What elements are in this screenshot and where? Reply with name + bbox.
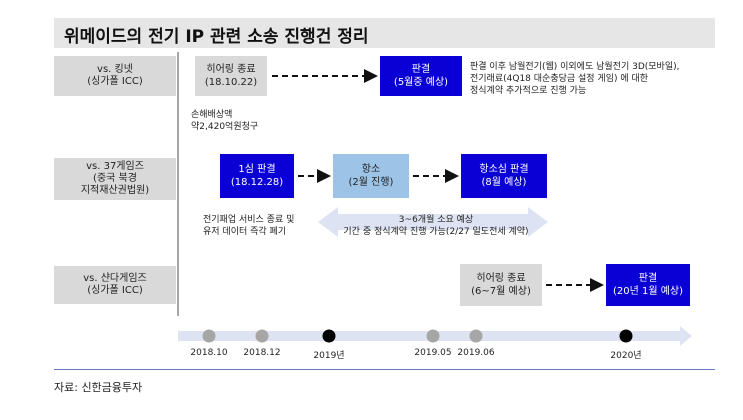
box-line: 1심 판결 xyxy=(238,164,276,175)
box-line: (18.10.22) xyxy=(204,77,258,88)
box-line: 판결 xyxy=(638,273,658,284)
footer-divider xyxy=(54,369,715,370)
row-label-shanda: vs. 샨다게임즈 (싱가폴 ICC) xyxy=(54,266,176,304)
shanda-verdict-box: 판결 (20년 1월 예상) xyxy=(606,264,690,306)
row-label-37games: vs. 37게임즈 (중국 북경 지적재산권법원) xyxy=(54,158,176,200)
37games-appeal-box: 항소 (2월 진행) xyxy=(333,154,409,198)
row-label-kingnet: vs. 킹넷 (싱가폴 ICC) xyxy=(54,56,176,96)
note-line: 기간 중 정식계약 진행 가능(2/27 일도전세 계약) xyxy=(343,227,529,237)
timeline-tick-label: 2019.06 xyxy=(457,348,495,358)
kingnet-verdict-box: 판결 (5월중 예상) xyxy=(380,56,462,96)
box-line: 히어링 종료 xyxy=(476,273,526,284)
box-line: (8월 예상) xyxy=(481,177,527,188)
timeline-tick-label: 2020년 xyxy=(610,351,642,361)
box-line: (6~7월 예상) xyxy=(471,286,531,297)
box-line: 항소 xyxy=(361,164,381,175)
note-line: 전기래료(4Q18 대순충당금 설정 게임) 에 대한 xyxy=(470,74,649,84)
timeline-dot xyxy=(426,329,440,343)
timeline-dots xyxy=(202,329,633,343)
row-label-line: vs. 킹넷 xyxy=(97,64,133,75)
row-divider-line xyxy=(177,52,179,316)
box-line: 히어링 종료 xyxy=(206,64,256,75)
timeline-tick-label: 2018.12 xyxy=(243,348,281,358)
note-line: 유저 데이터 즉각 폐기 xyxy=(203,227,287,237)
kingnet-damages-note: 손해배상액 약2,420억원청구 xyxy=(191,109,258,133)
note-line: 3~6개월 소요 예상 xyxy=(398,215,474,225)
row-label-line: vs. 37게임즈 xyxy=(86,161,144,172)
row-label-line: vs. 샨다게임즈 xyxy=(83,273,147,284)
source-note: 자료: 신한금융투자 xyxy=(54,381,143,394)
37games-first-verdict-box: 1심 판결 (18.12.28) xyxy=(220,154,294,198)
row-label-line: 지적재산권법원) xyxy=(80,185,150,196)
kingnet-right-note: 판결 이후 남월전기(웹) 이외에도 남월전기 3D(모바일), 전기래료(4Q… xyxy=(470,61,679,97)
period-arrow-note: 3~6개월 소요 예상 기간 중 정식계약 진행 가능(2/27 일도전세 계약… xyxy=(330,214,542,238)
kingnet-hearing-box: 히어링 종료 (18.10.22) xyxy=(195,56,267,96)
note-line: 전기패업 서비스 종료 및 xyxy=(203,215,295,225)
note-line: 판결 이후 남월전기(웹) 이외에도 남월전기 3D(모바일), xyxy=(470,62,680,72)
timeline-dot xyxy=(255,329,269,343)
row-label-line: (싱가폴 ICC) xyxy=(87,285,143,296)
37games-service-note: 전기패업 서비스 종료 및 유저 데이터 즉각 폐기 xyxy=(203,214,294,238)
note-line: 손해배상액 xyxy=(191,110,233,120)
note-line: 약2,420억원청구 xyxy=(191,122,259,132)
note-line: 정식계약 추가적으로 진행 가능 xyxy=(470,86,587,96)
period-double-arrow xyxy=(318,207,548,237)
row-label-line: (중국 북경 xyxy=(93,173,137,184)
timeline-tick-label: 2019년 xyxy=(313,351,345,361)
timeline-dot xyxy=(202,329,216,343)
row-label-line: (싱가폴 ICC) xyxy=(87,76,143,87)
box-line: 판결 xyxy=(411,64,431,75)
title-band xyxy=(54,18,715,48)
timeline-dot xyxy=(619,329,633,343)
timeline-dot xyxy=(322,329,336,343)
box-line: (20년 1월 예상) xyxy=(612,286,684,297)
timeline-dot xyxy=(469,329,483,343)
timeline-tick-label: 2019.05 xyxy=(414,348,452,358)
timeline-tick-label: 2018.10 xyxy=(190,348,228,358)
shanda-hearing-box: 히어링 종료 (6~7월 예상) xyxy=(460,264,542,306)
page-title: 위메이드의 전기 IP 관련 소송 진행건 정리 xyxy=(64,27,369,47)
box-line: (2월 진행) xyxy=(348,177,394,188)
box-line: (18.12.28) xyxy=(230,177,284,188)
box-line: 항소심 판결 xyxy=(479,164,529,175)
37games-appeal-verdict-box: 항소심 판결 (8월 예상) xyxy=(461,154,547,198)
box-line: (5월중 예상) xyxy=(393,77,449,88)
